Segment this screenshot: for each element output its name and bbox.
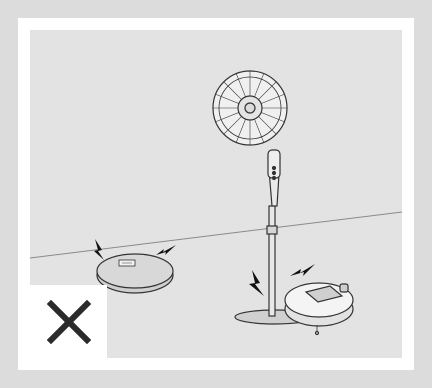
floor-line [30,212,402,258]
cross-icon [47,300,91,344]
verdict-badge [30,285,107,358]
robot-vacuum-icon [285,283,353,335]
bathroom-scale-icon [97,254,173,293]
